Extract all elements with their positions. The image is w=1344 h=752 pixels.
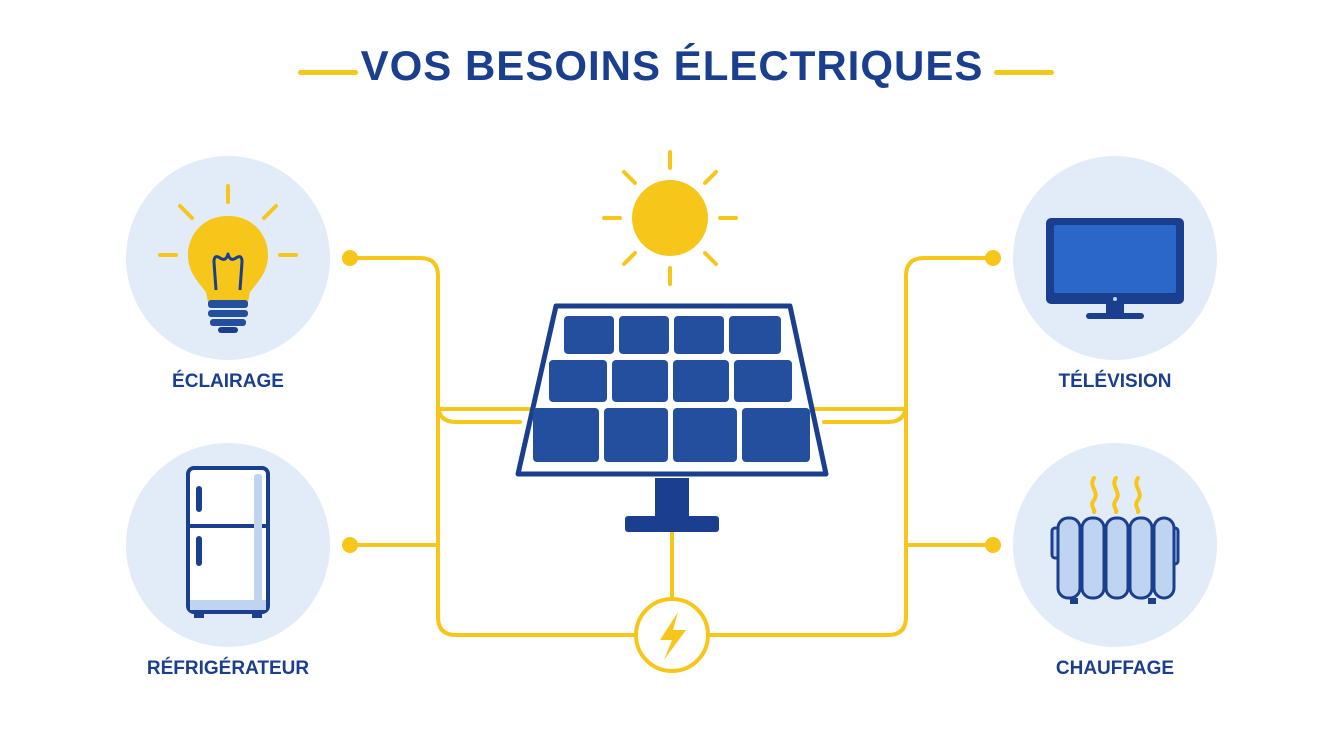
television-icon — [1046, 218, 1184, 319]
wire-node-bottom-right — [985, 537, 1001, 553]
lightning-bolt-icon — [634, 597, 710, 673]
label-lighting: ÉCLAIRAGE — [172, 371, 284, 392]
label-tv: TÉLÉVISION — [1058, 371, 1172, 392]
page-title: VOS BESOINS ÉLECTRIQUES — [360, 42, 984, 89]
wire-node-top-right — [985, 250, 1001, 266]
label-fridge: RÉFRIGÉRATEUR — [146, 658, 310, 679]
radiator-icon — [1050, 476, 1180, 604]
title-dash-right — [994, 70, 1054, 75]
label-heating: CHAUFFAGE — [1055, 658, 1175, 679]
title-dash-left — [298, 70, 358, 75]
solar-panel-icon — [515, 303, 829, 532]
sun-icon — [602, 150, 738, 286]
wire-node-top-left — [342, 250, 358, 266]
light-bulb-icon — [158, 184, 298, 333]
wire-node-bottom-left — [342, 537, 358, 553]
fridge-icon — [186, 466, 270, 618]
